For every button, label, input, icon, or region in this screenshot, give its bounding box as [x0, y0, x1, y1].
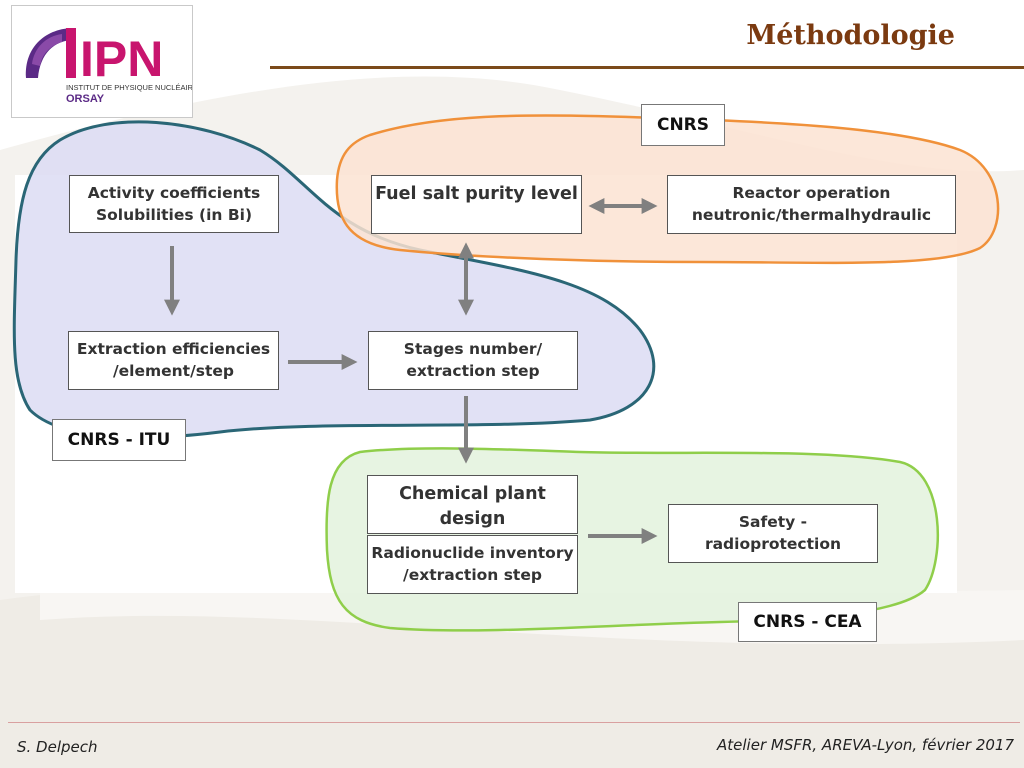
- box-extraction-efficiencies: Extraction efficiencies /element/step: [68, 331, 279, 390]
- logo-location: ORSAY: [66, 93, 105, 105]
- box-fuel-salt-purity: Fuel salt purity level: [371, 175, 582, 234]
- box-radionuclide-inventory: Radionuclide inventory /extraction step: [367, 535, 578, 594]
- title-divider: [270, 66, 1024, 69]
- tag-cnrs: CNRS: [641, 104, 725, 146]
- footer-event: Atelier MSFR, AREVA-Lyon, février 2017: [717, 736, 1014, 754]
- ipn-logo-graphic: IPN INSTITUT DE PHYSIQUE NUCLÉAIRE ORSAY: [25, 28, 198, 105]
- box-chemical-plant-design: Chemical plant design: [367, 475, 578, 534]
- box-reactor-operation: Reactor operation neutronic/thermalhydra…: [667, 175, 956, 234]
- tag-cnrs-cea: CNRS - CEA: [738, 602, 877, 642]
- footer-author: S. Delpech: [17, 738, 98, 756]
- box-stages-number: Stages number/ extraction step: [368, 331, 578, 390]
- ipn-logo: IPN INSTITUT DE PHYSIQUE NUCLÉAIRE ORSAY: [11, 5, 198, 118]
- footer-divider: [8, 722, 1020, 723]
- logo-text: IPN: [80, 31, 163, 87]
- box-activity-coefficients: Activity coefficients Solubilities (in B…: [69, 175, 279, 233]
- logo-subtitle: INSTITUT DE PHYSIQUE NUCLÉAIRE: [66, 83, 192, 92]
- tag-cnrs-itu: CNRS - ITU: [52, 419, 186, 461]
- page-title: Méthodologie: [746, 20, 955, 51]
- box-safety-radioprotection: Safety - radioprotection: [668, 504, 878, 563]
